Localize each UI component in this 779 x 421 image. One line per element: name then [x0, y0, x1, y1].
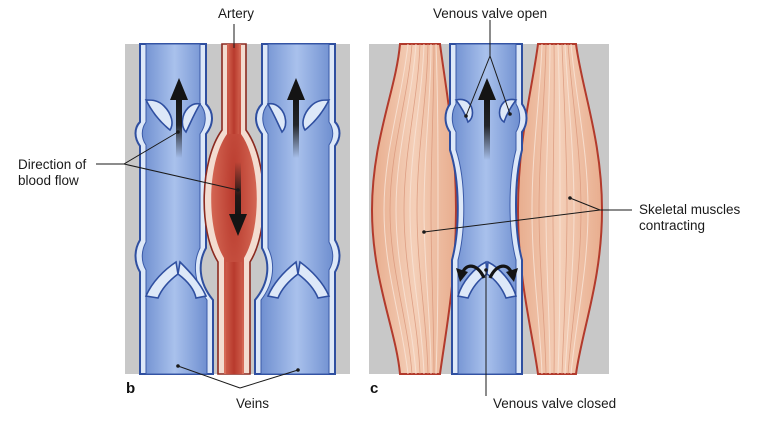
- label-veins: Veins: [236, 396, 270, 411]
- panel-c: [369, 43, 609, 375]
- arrow-curve-left: [456, 264, 486, 282]
- artery-b: [203, 43, 265, 375]
- arrow-curve-right: [488, 264, 518, 282]
- label-skeletal-line2: contracting: [639, 218, 706, 233]
- label-valve-closed: Venous valve closed: [493, 396, 617, 411]
- arrow-up-center-vein: [478, 78, 496, 160]
- label-direction-line2: blood flow: [18, 173, 79, 188]
- valves-open-b: [144, 99, 331, 134]
- label-skeletal-line1: Skeletal muscles: [639, 202, 741, 217]
- arrow-up-right-vein: [287, 78, 305, 158]
- panel-letter-c: c: [370, 380, 379, 397]
- label-artery: Artery: [218, 6, 255, 21]
- arrow-up-left-vein: [170, 78, 188, 158]
- panel-letter-b: b: [126, 380, 136, 397]
- valves-lower-b: [144, 260, 331, 299]
- label-direction-line1: Direction of: [18, 157, 87, 172]
- label-valve-open: Venous valve open: [433, 6, 548, 21]
- muscle-left-c: [370, 43, 458, 375]
- panel-b: [125, 43, 350, 375]
- valves-open-c: [454, 98, 518, 124]
- leader-lines: [96, 20, 632, 396]
- leader-dots: [176, 112, 572, 372]
